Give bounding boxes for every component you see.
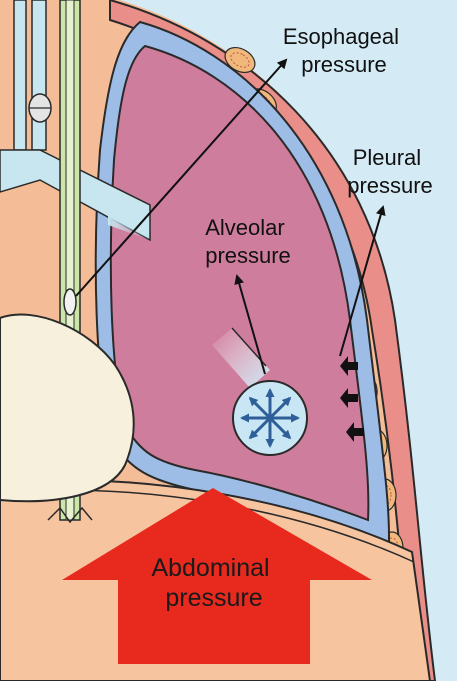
esophageal-balloon <box>64 289 76 315</box>
alveolus-outward-arrows-icon <box>242 390 298 446</box>
